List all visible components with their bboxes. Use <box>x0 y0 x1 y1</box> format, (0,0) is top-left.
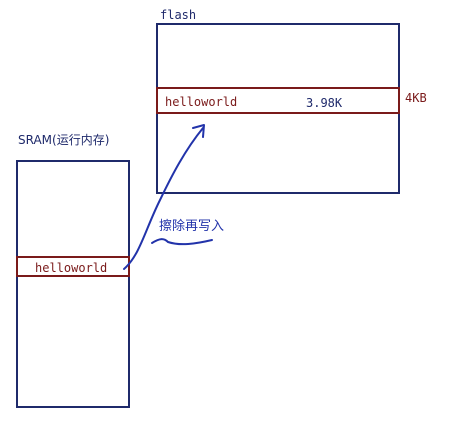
sram-title: SRAM(运行内存) <box>18 133 110 147</box>
sram-data-label: helloworld <box>35 261 108 275</box>
sram-box <box>16 160 130 408</box>
flash-size-label: 3.98K <box>306 96 343 110</box>
copy-arrow <box>123 127 204 270</box>
flash-title: flash <box>160 8 197 22</box>
flash-block-size-label: 4KB <box>405 91 427 105</box>
flash-data-label: helloworld <box>165 95 238 109</box>
arrow-head <box>192 124 205 138</box>
sram-data-band <box>16 256 130 277</box>
annotation-underline <box>151 238 213 246</box>
flash-sector-band <box>156 87 400 114</box>
erase-rewrite-annotation: 擦除再写入 <box>159 219 225 234</box>
